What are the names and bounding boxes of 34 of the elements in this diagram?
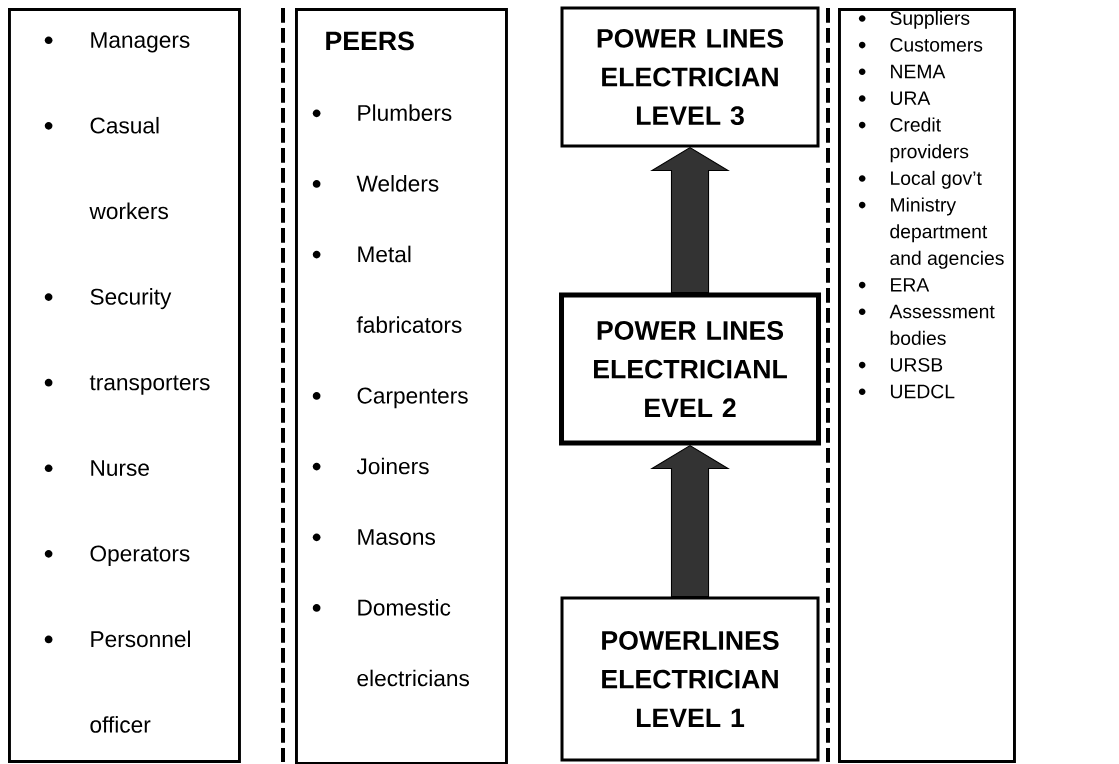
list-item: Plumbers [358, 104, 452, 121]
level-box: POWER LINES ELECTRICIANL EVEL 2 [559, 292, 821, 446]
list-item: Metal fabricators [356, 245, 462, 333]
block-arrow [650, 146, 730, 294]
list-item: Masons [358, 529, 435, 545]
list-item: Operators [90, 545, 190, 567]
list-heading: PEERS [326, 31, 414, 51]
list-box [838, 8, 1016, 763]
list-item: Customers [890, 37, 983, 52]
list-item: Credit providers [890, 117, 969, 163]
list-item: Assessment bodies [889, 304, 995, 345]
list-item: URSB [890, 357, 943, 372]
list-item: Suppliers [890, 10, 970, 29]
list-item: UEDCL [890, 384, 955, 399]
list-item: Casual workers [89, 116, 168, 220]
list-item: Nurse [91, 460, 149, 476]
list-item: transporters [89, 375, 210, 395]
list-item: Personnel officer [90, 630, 190, 733]
list-item: Domestic electricians [357, 599, 469, 687]
level-box: POWER LINES ELECTRICIAN LEVEL 3 [560, 6, 820, 148]
list-item: Managers [91, 32, 190, 53]
block-arrow [650, 444, 730, 598]
list-item: Local gov’t [891, 170, 982, 189]
list-item: URA [890, 91, 931, 105]
list-box [8, 8, 241, 763]
list-box [295, 8, 508, 764]
list-item: Welders [356, 175, 439, 192]
list-item: Ministry department and agencies [890, 197, 1004, 269]
list-item: Carpenters [357, 387, 468, 409]
list-item: Security [90, 288, 172, 310]
list-item: Joiners [356, 457, 429, 475]
list-item: ERA [891, 278, 930, 292]
level-box: POWERLINES ELECTRICIAN LEVEL 1 [560, 596, 820, 762]
list-item: NEMA [891, 64, 946, 79]
